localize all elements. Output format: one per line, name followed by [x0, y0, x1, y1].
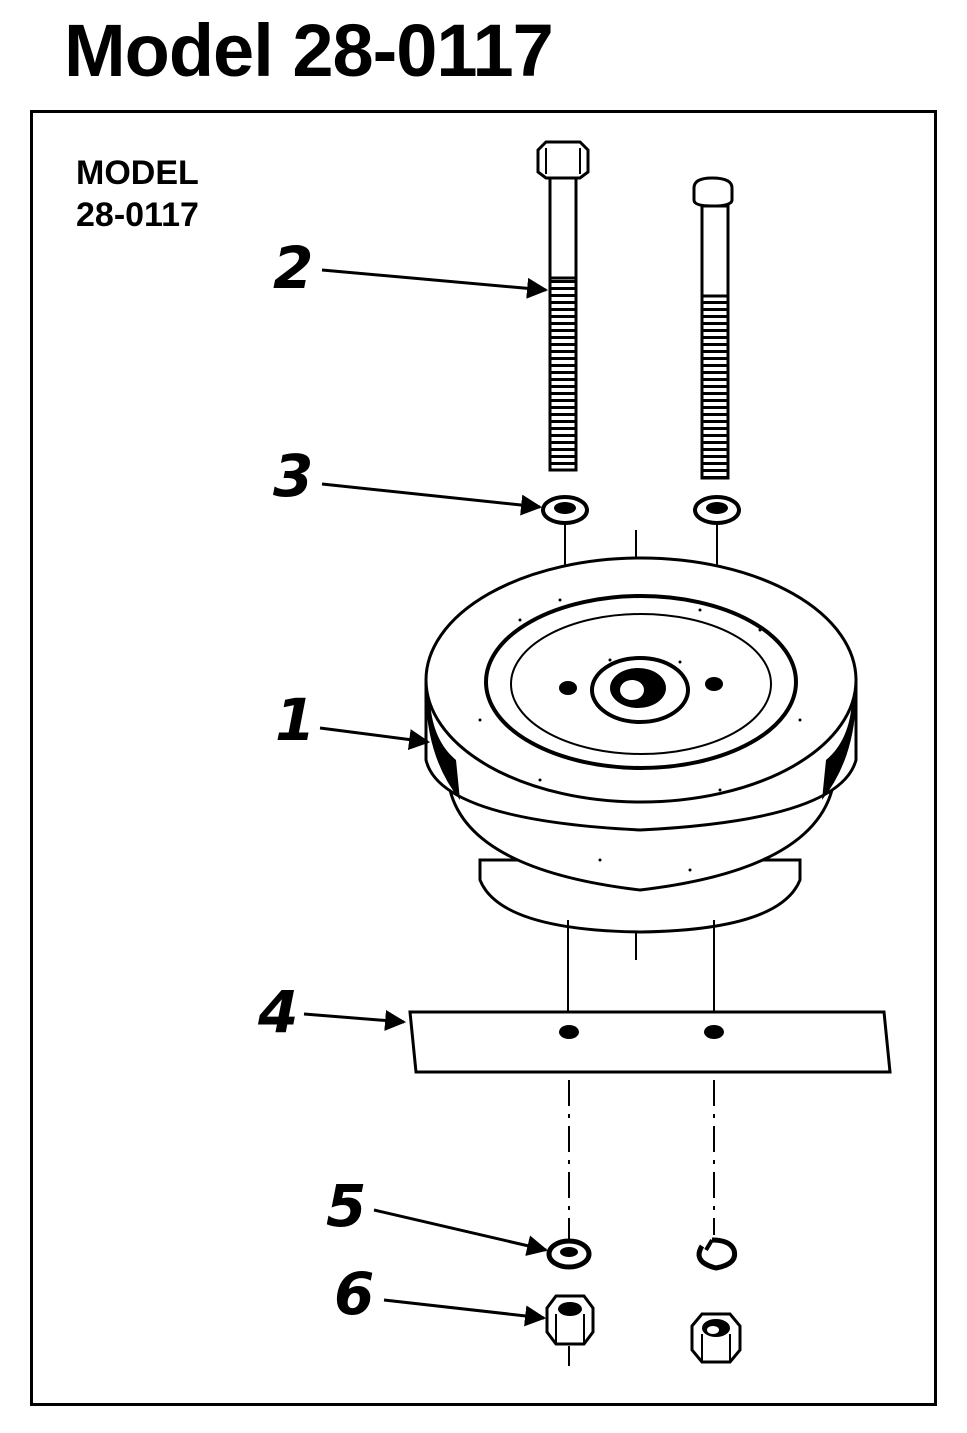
callout-1: 1 — [275, 686, 315, 754]
leader-arrow-4 — [303, 1010, 407, 1031]
diagram-model-label: MODEL 28-0117 — [76, 152, 199, 236]
leader-arrow-2 — [321, 268, 549, 299]
leader-arrow-1 — [319, 726, 431, 750]
callout-2: 2 — [273, 234, 313, 302]
lock-washer-right — [696, 1237, 738, 1271]
leader-arrow-5 — [373, 1208, 549, 1256]
lock-washer-left — [546, 1238, 592, 1270]
hex-nut-right — [690, 1312, 742, 1364]
callout-4: 4 — [257, 978, 298, 1046]
page-title: Model 28-0117 — [64, 9, 554, 92]
callout-5: 5 — [326, 1172, 366, 1240]
diagram-frame — [30, 110, 937, 1406]
bracket-plate — [408, 1010, 892, 1074]
hex-nut-left — [545, 1294, 595, 1346]
callout-3: 3 — [273, 442, 313, 510]
callout-6: 6 — [334, 1260, 374, 1328]
leader-arrow-6 — [383, 1298, 547, 1327]
bolt-right — [692, 176, 734, 480]
pulley — [424, 556, 858, 934]
flat-washer-right — [693, 495, 741, 525]
leader-arrow-3 — [321, 482, 543, 516]
bolt-left — [536, 140, 590, 472]
flat-washer-left — [541, 495, 589, 525]
model-label-line2: 28-0117 — [76, 196, 199, 234]
model-label-line1: MODEL — [76, 154, 199, 192]
